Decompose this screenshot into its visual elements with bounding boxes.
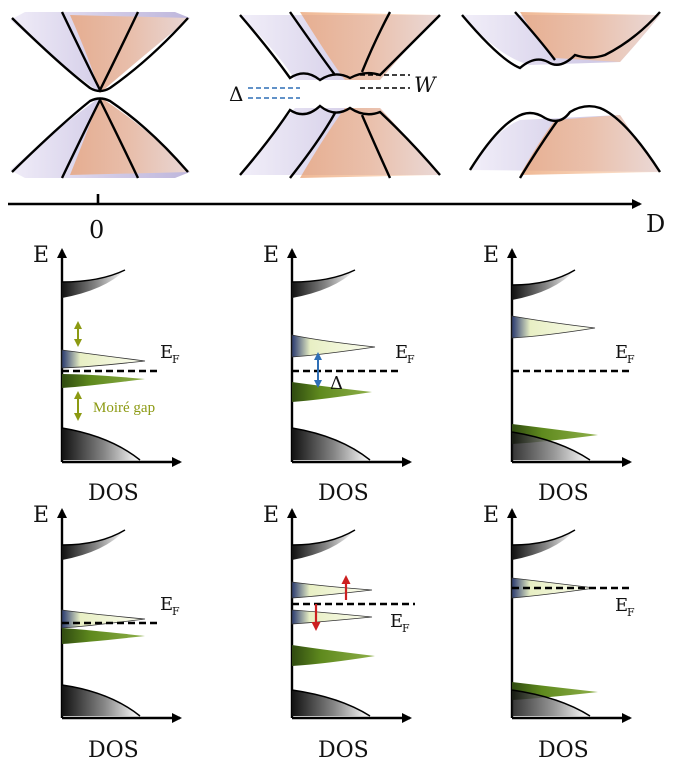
energy-label-r2c3: E: [483, 503, 499, 528]
dos-label-r2c2: DOS: [318, 738, 369, 763]
dos-panel-r1c2: [287, 248, 412, 467]
energy-label-r1c1: E: [33, 243, 49, 268]
axis-d-label: D: [646, 210, 665, 238]
energy-label-r1c2: E: [263, 243, 279, 268]
dos-label-r2c3: DOS: [538, 738, 589, 763]
svg-text:F: F: [627, 606, 635, 619]
svg-text:E: E: [160, 594, 173, 615]
dos-label-r1c3: DOS: [538, 481, 589, 506]
energy-label-r1c3: E: [483, 243, 499, 268]
dos-gap-label: Δ: [330, 373, 343, 394]
dos-label-r1c1: DOS: [88, 481, 139, 506]
fermi-label-r1c1: E F: [160, 342, 180, 366]
energy-label-r2c2: E: [263, 503, 279, 528]
band-panel-2: [239, 11, 441, 179]
fermi-label-r1c3: E F: [615, 342, 635, 366]
band-panel-1: [10, 11, 190, 179]
svg-text:F: F: [402, 622, 410, 635]
dos-panel-r2c2: [287, 508, 415, 723]
svg-text:E: E: [390, 611, 403, 632]
moire-gap-label: Moiré gap: [93, 400, 155, 416]
svg-text:F: F: [627, 353, 635, 366]
svg-text:E: E: [395, 342, 408, 363]
bandwidth-label: W: [414, 73, 438, 97]
dos-panel-r1c3: [507, 248, 632, 467]
dos-label-r2c1: DOS: [88, 738, 139, 763]
dos-label-r1c2: DOS: [318, 481, 369, 506]
svg-text:F: F: [172, 605, 180, 618]
axis-origin-label: 0: [89, 216, 104, 244]
energy-label-r2c1: E: [33, 503, 49, 528]
dos-panel-r2c1: [57, 508, 182, 723]
dos-panel-r1c1: [57, 248, 182, 467]
svg-text:F: F: [407, 353, 415, 366]
band-panel-3: [461, 11, 662, 179]
svg-text:F: F: [172, 353, 180, 366]
dos-panel-r2c3: [507, 508, 632, 723]
fermi-label-r2c2: E F: [390, 611, 410, 635]
fermi-label-r1c2: E F: [395, 342, 415, 366]
svg-text:E: E: [160, 342, 173, 363]
svg-text:E: E: [615, 595, 628, 616]
svg-text:E: E: [615, 342, 628, 363]
gap-label: Δ: [229, 82, 243, 106]
fermi-label-r2c3: E F: [615, 595, 635, 619]
fermi-label-r2c1: E F: [160, 594, 180, 618]
